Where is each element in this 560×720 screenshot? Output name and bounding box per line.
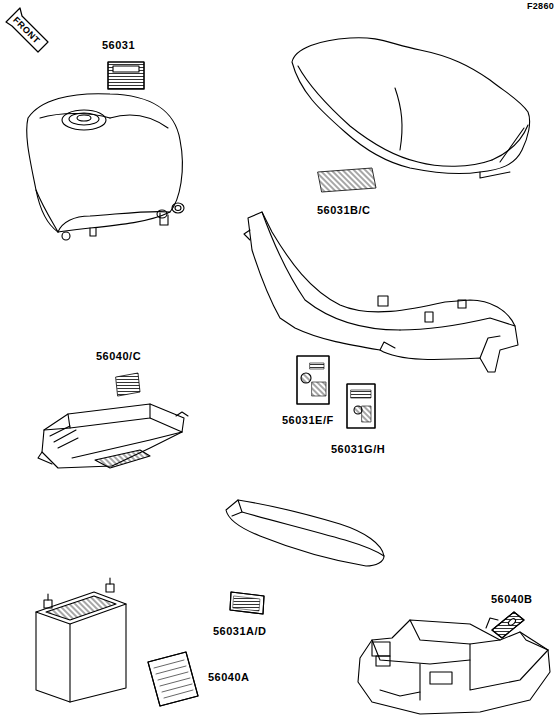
part-number: 56031A/D <box>213 625 267 637</box>
under-tray <box>38 404 188 468</box>
cowl-decal-gh <box>347 384 375 428</box>
electrical-box <box>358 618 550 714</box>
seat-label <box>318 168 376 192</box>
part-number: 56031B/C <box>317 204 371 216</box>
part-number: 56040B <box>491 593 533 605</box>
part-number: 56040/C <box>96 350 141 362</box>
tail-decal <box>230 592 264 614</box>
part-number: 56040A <box>208 671 250 683</box>
front-arrow <box>6 8 48 52</box>
part-number: 56031 <box>102 39 135 51</box>
tail-cover <box>226 500 384 566</box>
battery-sheet <box>148 652 198 706</box>
part-number: 56031E/F <box>282 414 334 426</box>
cowl-decal-ef <box>297 356 329 404</box>
tray-decal <box>116 373 140 396</box>
side-cowl <box>244 212 518 372</box>
seat <box>292 38 530 178</box>
tank-decal <box>108 62 144 89</box>
fuel-tank <box>27 94 184 240</box>
part-number: 56031G/H <box>331 443 385 455</box>
figure-number: F2860 <box>527 2 554 12</box>
box-decal <box>492 612 524 638</box>
battery <box>36 578 126 702</box>
